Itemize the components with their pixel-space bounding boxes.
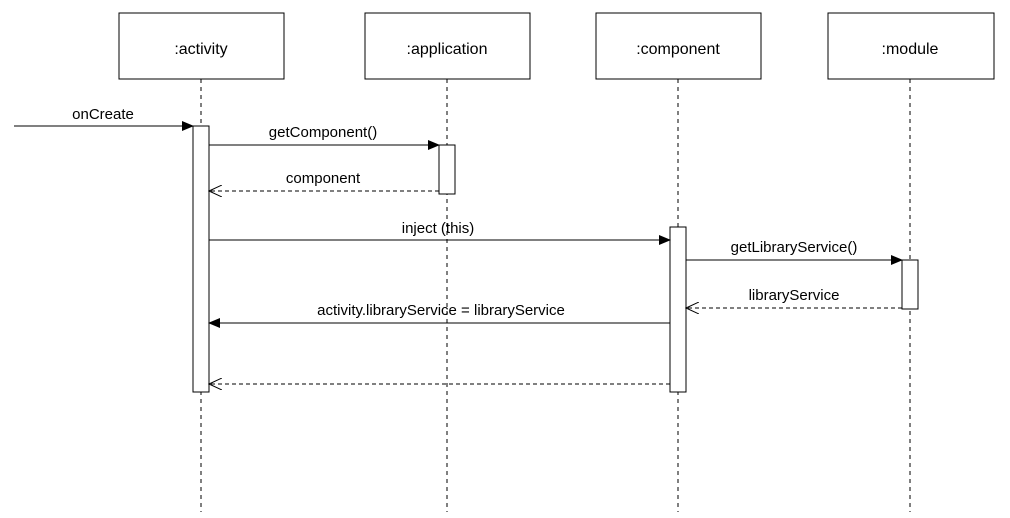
participant-box [118,12,285,80]
participant-box [595,12,762,80]
participant-label: :application [407,41,488,58]
message-component-return: component [209,170,439,191]
message-label: activity.libraryService = libraryService [317,302,565,319]
participant-box [364,12,531,80]
activation-activity [192,125,210,393]
message-on-create: onCreate [14,106,194,131]
message-get-library-service: getLibraryService() [686,239,903,265]
participant-label: :module [882,41,939,58]
message-library-service-return: libraryService [686,287,902,308]
participant-module: :module [827,12,995,80]
message-label: getComponent() [269,124,377,141]
activation-component [669,226,687,393]
participant-label: :activity [174,41,227,58]
message-label: getLibraryService() [731,239,858,256]
participant-component: :component [595,12,762,80]
message-label: component [286,170,361,187]
participant-label: :component [636,41,720,58]
message-label: onCreate [72,106,134,123]
message-label: inject (this) [402,220,475,237]
message-inject: inject (this) [209,220,671,245]
participant-activity: :activity [118,12,285,80]
participant-application: :application [364,12,531,80]
message-assign-library-service: activity.libraryService = libraryService [208,302,670,328]
message-label: libraryService [749,287,840,304]
activation-module [901,259,919,310]
message-get-component: getComponent() [209,124,440,150]
activation-application [438,144,456,195]
participant-box [827,12,995,80]
